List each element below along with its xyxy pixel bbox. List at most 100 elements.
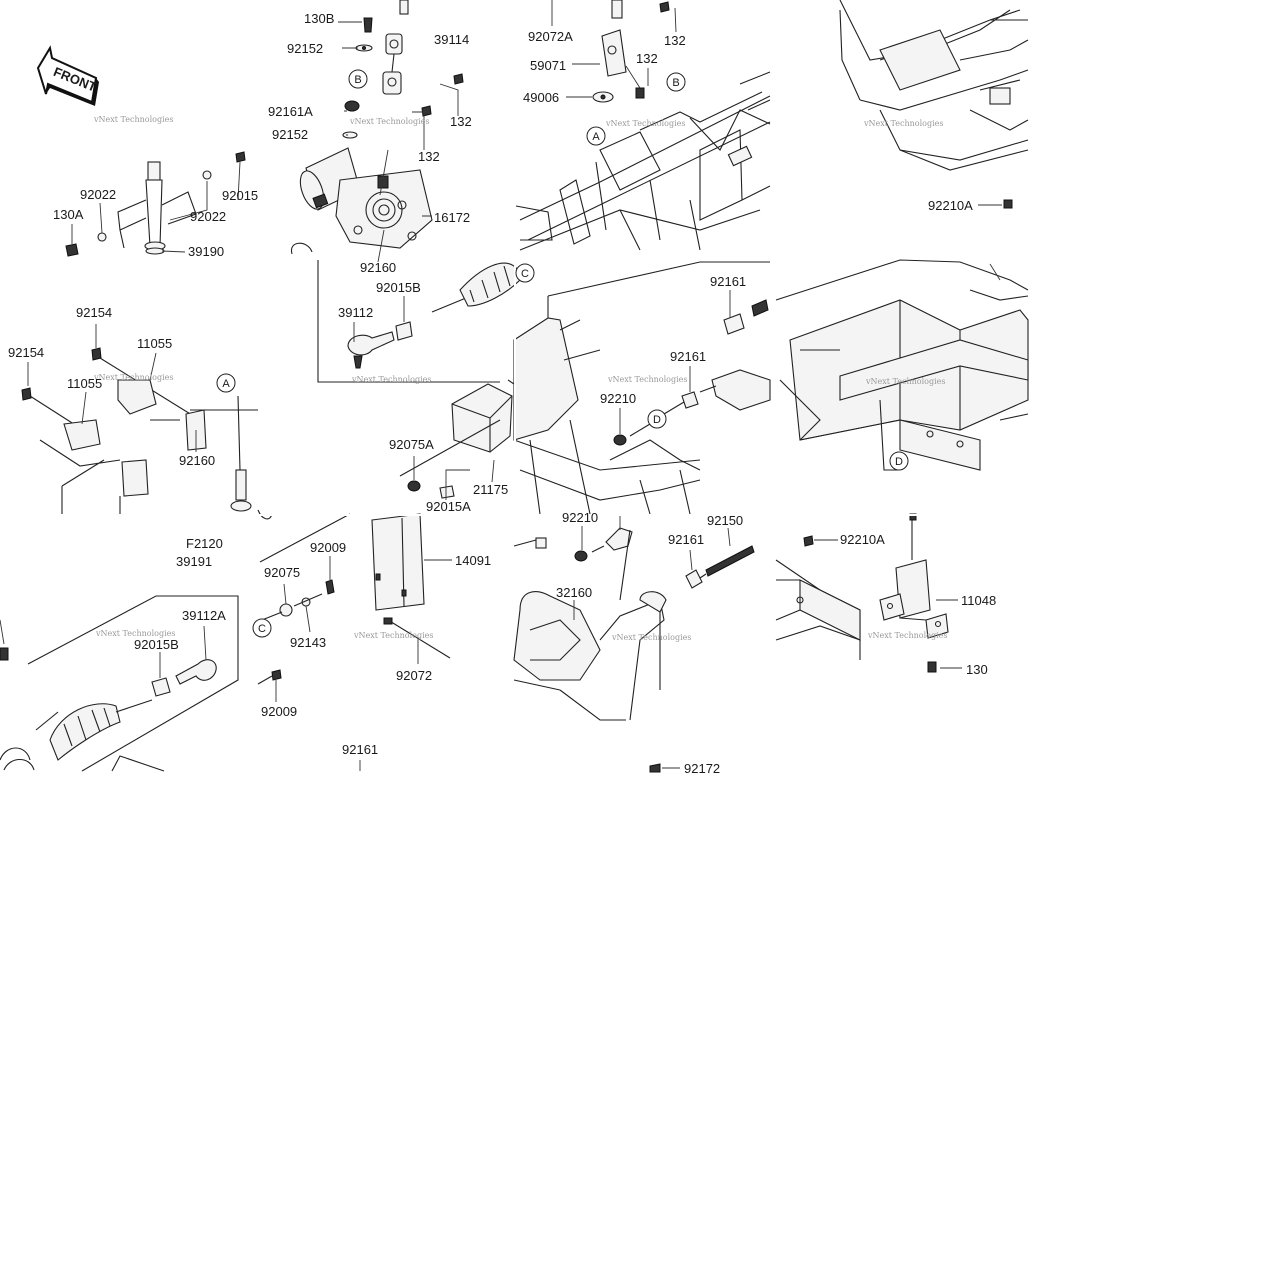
part-number-label: 130 <box>966 662 988 677</box>
callout-marker: A <box>586 126 606 146</box>
watermark: vNext Technologies <box>611 633 691 642</box>
lower-arm-frame <box>513 529 667 721</box>
universal-joint <box>382 0 409 95</box>
watermark: vNext Technologies <box>351 375 431 384</box>
part-number-label: 11055 <box>137 336 172 351</box>
part-number-label: F2120 <box>186 536 223 551</box>
watermark: vNext Technologies <box>353 631 433 640</box>
part-number-label: 32160 <box>556 585 592 600</box>
bolt-icon <box>363 17 373 33</box>
boot-icon <box>49 703 121 761</box>
bushing-icon <box>605 527 633 551</box>
callout-letter: B <box>672 77 679 89</box>
tile-rear-bracket <box>775 513 962 673</box>
part-number-label: 59071 <box>530 58 566 73</box>
part-number-label: 132 <box>450 114 472 129</box>
part-number-label: 92154 <box>76 305 112 320</box>
part-number-label: 92015B <box>376 280 421 295</box>
boot-icon <box>459 262 521 307</box>
part-number-label: 92152 <box>287 41 323 56</box>
watermark: vNext Technologies <box>607 375 687 384</box>
part-number-label: 11048 <box>961 593 996 608</box>
tile-steering-rack <box>0 595 239 772</box>
part-number-label: 92015A <box>426 499 471 514</box>
washer-icon <box>97 232 107 242</box>
bushing-icon <box>685 569 703 589</box>
watermark: vNext Technologies <box>349 117 429 126</box>
tie-rod-end <box>347 331 395 356</box>
tile-battery-box <box>257 513 452 771</box>
part-number-label: 92015 <box>222 188 258 203</box>
callout-marker: D <box>889 451 909 471</box>
part-number-label: 92022 <box>190 209 226 224</box>
part-number-label: 39190 <box>188 244 224 259</box>
part-number-label: 49006 <box>523 90 559 105</box>
part-number-label: 39114 <box>434 32 469 47</box>
callout-letter: A <box>222 378 230 390</box>
part-number-label: 39191 <box>176 554 212 569</box>
part-number-label: 92143 <box>290 635 326 650</box>
part-number-label: 132 <box>418 149 440 164</box>
watermark: vNext Technologies <box>95 629 175 638</box>
front-arrow-icon: FRONT <box>36 45 99 106</box>
part-number-label: 92072 <box>396 668 432 683</box>
callout-circle <box>252 618 272 638</box>
part-number-label: 92210 <box>562 510 598 525</box>
part-number-labels: 130B921523911492161A13292152132161729216… <box>8 11 996 776</box>
callout-marker: B <box>666 72 686 92</box>
tile-lower-frame <box>513 261 771 515</box>
part-number-label: 21175 <box>473 482 508 497</box>
collar-icon <box>151 677 171 697</box>
part-number-label: 130A <box>53 207 84 222</box>
part-number-label: 92210 <box>600 391 636 406</box>
part-number-label: 11055 <box>67 376 102 391</box>
part-number-label: 92150 <box>707 513 743 528</box>
front-frame-truss <box>515 71 771 251</box>
callout-marker: C <box>252 618 272 638</box>
tile-rear-frame-top <box>839 0 1029 209</box>
part-number-label: 92075 <box>264 565 300 580</box>
tile-rear-frame-mid <box>775 259 1029 471</box>
callout-circle <box>515 263 535 283</box>
callout-letter: D <box>895 456 903 468</box>
bushing-icon <box>681 391 699 409</box>
part-number-label: 92015B <box>134 637 179 652</box>
part-number-label: 92009 <box>261 704 297 719</box>
part-number-label: 130B <box>304 11 334 26</box>
control-module <box>451 379 515 453</box>
part-number-label: 92022 <box>80 187 116 202</box>
watermark: vNext Technologies <box>605 119 685 128</box>
callout-circle <box>666 72 686 92</box>
part-number-label: 92172 <box>684 761 720 776</box>
column-tube <box>117 161 197 255</box>
watermark: vNext Technologies <box>93 373 173 382</box>
callout-marker: A <box>216 373 236 393</box>
callout-circle <box>647 409 667 429</box>
part-number-label: 92160 <box>360 260 396 275</box>
part-number-label: 92152 <box>272 127 308 142</box>
tile-seams <box>0 0 1028 516</box>
part-number-label: 92075A <box>389 437 434 452</box>
watermark: vNext Technologies <box>863 119 943 128</box>
bracket-11048 <box>879 513 949 639</box>
battery-case <box>371 513 425 611</box>
part-number-label: 92161 <box>668 532 704 547</box>
watermark: vNext Technologies <box>865 377 945 386</box>
washer-icon <box>202 170 212 180</box>
part-number-label: 92154 <box>8 345 44 360</box>
callout-letter: B <box>354 74 361 86</box>
part-number-label: 92160 <box>179 453 215 468</box>
collar-icon <box>395 321 413 341</box>
part-number-label: 132 <box>664 33 686 48</box>
tile-front-frame <box>515 0 771 251</box>
callout-circle <box>348 69 368 89</box>
part-number-label: 14091 <box>455 553 491 568</box>
tile-tie-rod <box>317 260 521 500</box>
tile-steering-column: FRONT <box>36 45 246 257</box>
part-number-label: 16172 <box>434 210 470 225</box>
callout-marker: B <box>348 69 368 89</box>
callout-circle <box>586 126 606 146</box>
watermarks: vNext Technologies vNext Technologies vN… <box>93 115 947 642</box>
